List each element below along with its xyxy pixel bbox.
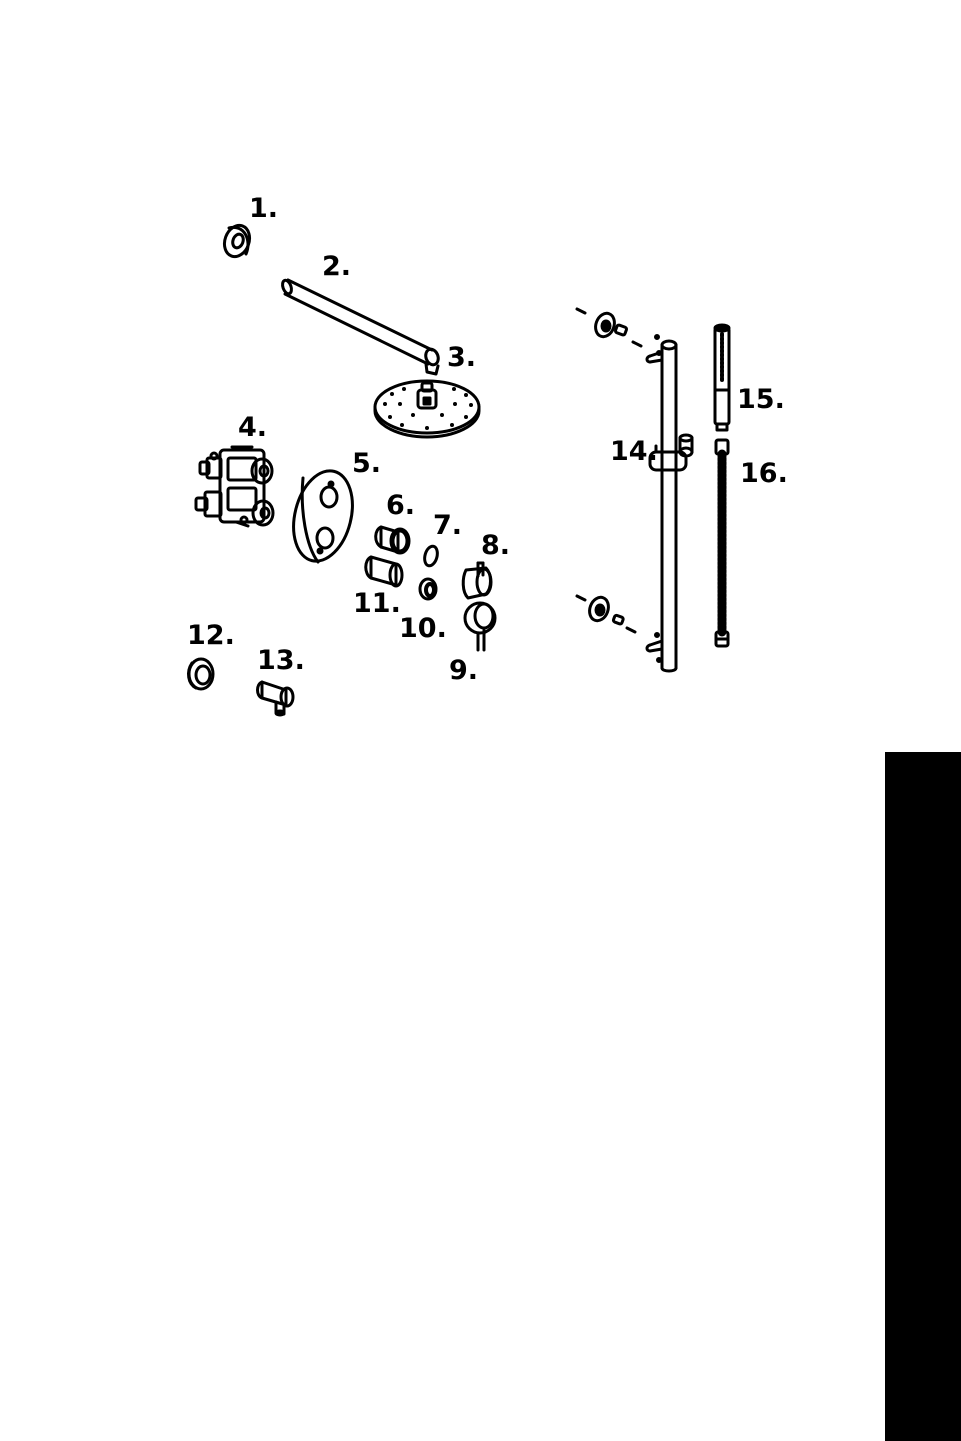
part-7-o-ring (423, 545, 440, 567)
part-label-9: 9. (449, 657, 478, 684)
part-8-lever-handle (463, 563, 491, 598)
part-label-10: 10. (399, 615, 447, 642)
part-1-wall-flange (220, 222, 253, 260)
part-label-12: 12. (187, 622, 235, 649)
part-label-14: 14. (610, 438, 658, 465)
part-3-shower-head (375, 381, 479, 437)
part-label-5: 5. (352, 450, 381, 477)
part-13-wall-outlet (258, 682, 294, 715)
part-label-13: 13. (257, 647, 305, 674)
part-10-cap (420, 579, 436, 599)
part-label-8: 8. (481, 532, 510, 559)
part-label-7: 7. (433, 512, 462, 539)
part-label-15: 15. (737, 386, 785, 413)
part-label-11: 11. (353, 590, 401, 617)
part-16-shower-hose (716, 440, 728, 646)
part-label-4: 4. (238, 414, 267, 441)
part-label-16: 16. (740, 460, 788, 487)
part-6-sleeve (376, 527, 408, 552)
part-2-shower-arm (281, 279, 441, 374)
part-label-3: 3. (447, 344, 476, 371)
part-label-1: 1. (249, 195, 278, 222)
part-15-hand-shower (715, 325, 729, 430)
part-label-6: 6. (386, 492, 415, 519)
part-11-sleeve (366, 557, 402, 586)
part-label-2: 2. (322, 253, 351, 280)
side-tab (885, 752, 961, 1441)
part-12-flange (189, 659, 213, 689)
part-14-slide-rail (647, 341, 692, 671)
part-5-trim-plate (285, 465, 362, 568)
rail-upper-bracket (577, 309, 661, 355)
part-4-valve-body (196, 447, 273, 526)
part-9-knob-handle (465, 603, 495, 650)
